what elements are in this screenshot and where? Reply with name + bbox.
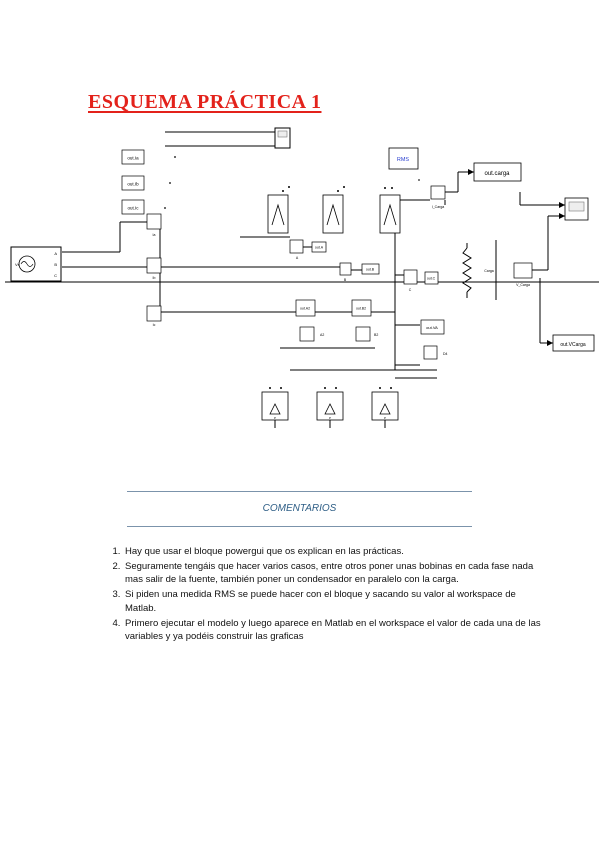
source-label: Vs xyxy=(15,262,20,267)
to-workspace-block: out.Ic xyxy=(121,199,166,215)
to-workspace-block: out.Ia xyxy=(121,149,176,165)
c-label: C xyxy=(409,288,412,292)
out-vcarga-label: out.VCarga xyxy=(560,342,586,348)
comment-item: Primero ejecutar el modelo y luego apare… xyxy=(123,617,541,644)
source-port-a-label: A xyxy=(54,251,57,256)
to-workspace-label-3: out.Ic xyxy=(127,206,139,211)
load-resistor-symbol xyxy=(462,247,472,293)
comments-list: Hay que usar el bloque powergui que os e… xyxy=(103,545,541,645)
out-b2-label: out.B2 xyxy=(356,307,366,311)
voltage-sensor-block xyxy=(322,186,345,234)
out-va-label: out.VA xyxy=(426,325,438,330)
out-b-label: out.B xyxy=(366,268,375,272)
source-port-b-label: B xyxy=(54,262,57,267)
comments-heading: COMENTARIOS xyxy=(262,503,337,514)
out-a-label: out.A xyxy=(315,246,324,250)
a2-label: A2 xyxy=(320,333,324,337)
comment-item: Hay que usar el bloque powergui que os e… xyxy=(123,545,541,558)
v-carga-label: V_Carga xyxy=(516,283,530,287)
a-label: A xyxy=(296,256,299,260)
simulink-diagram: A B C Vs out.Ia out.Ib out.Ic xyxy=(5,127,599,428)
scope-block-top xyxy=(274,127,291,149)
bottom-sensor-block: P xyxy=(261,387,289,421)
out-b2-block: out.B2 B2 xyxy=(351,299,378,342)
i-carga-block: I_Carga xyxy=(430,185,446,209)
out-a2-label: out.A2 xyxy=(300,307,310,311)
current-measurement-block: Ia xyxy=(146,213,162,237)
d4-label: D4 xyxy=(443,352,448,356)
scope-block-right xyxy=(564,197,589,221)
out-c-label: out.C xyxy=(427,277,436,281)
comment-item: Seguramente tengáis que hacer varios cas… xyxy=(123,560,541,587)
i-carga-label: I_Carga xyxy=(432,205,445,209)
measurement-block-c: C out.C xyxy=(403,269,439,292)
page-title: ESQUEMA PRÁCTICA 1 xyxy=(88,91,322,113)
b-label: B xyxy=(344,278,347,282)
p-label-1: P xyxy=(274,416,276,420)
current-measurement-block: Ib xyxy=(146,257,162,280)
to-workspace-block: out.Ib xyxy=(121,175,171,191)
to-workspace-label-2: out.Ib xyxy=(127,182,139,187)
out-a2-block: out.A2 A2 xyxy=(295,299,324,342)
ib-label: Ib xyxy=(153,276,156,280)
p-label-2: P xyxy=(329,416,331,420)
measurement-block-a: A out.A xyxy=(289,239,327,260)
ia-label: Ia xyxy=(153,233,156,237)
out-carga-block: out.carga xyxy=(473,162,522,182)
ic-label: Ic xyxy=(153,323,156,327)
out-carga-label: out.carga xyxy=(484,171,510,177)
p-label-3: P xyxy=(384,416,386,420)
voltage-sensor-block xyxy=(379,187,401,234)
measurement-block-b: B out.B xyxy=(339,262,380,282)
carga-label: Carga xyxy=(484,269,494,273)
source-port-c-label: C xyxy=(54,273,57,278)
rms-label: RMS xyxy=(397,157,410,163)
comments-top-rule xyxy=(127,491,472,492)
v-carga-block: V_Carga xyxy=(513,262,533,287)
to-workspace-label-1: out.Ia xyxy=(127,156,139,161)
bottom-sensor-block: P xyxy=(371,387,399,421)
b2-label: B2 xyxy=(374,333,378,337)
three-phase-source-block: A B C Vs xyxy=(10,246,62,282)
comments-bottom-rule xyxy=(127,526,472,527)
out-vcarga-block: out.VCarga xyxy=(552,334,595,352)
out-va-block: out.VA D4 xyxy=(420,319,448,360)
voltage-sensor-block xyxy=(267,186,290,234)
comment-item: Si piden una medida RMS se puede hacer c… xyxy=(123,588,541,615)
current-measurement-block: Ic xyxy=(146,305,162,327)
bottom-sensor-block: P xyxy=(316,387,344,421)
rms-block: RMS xyxy=(388,147,419,170)
